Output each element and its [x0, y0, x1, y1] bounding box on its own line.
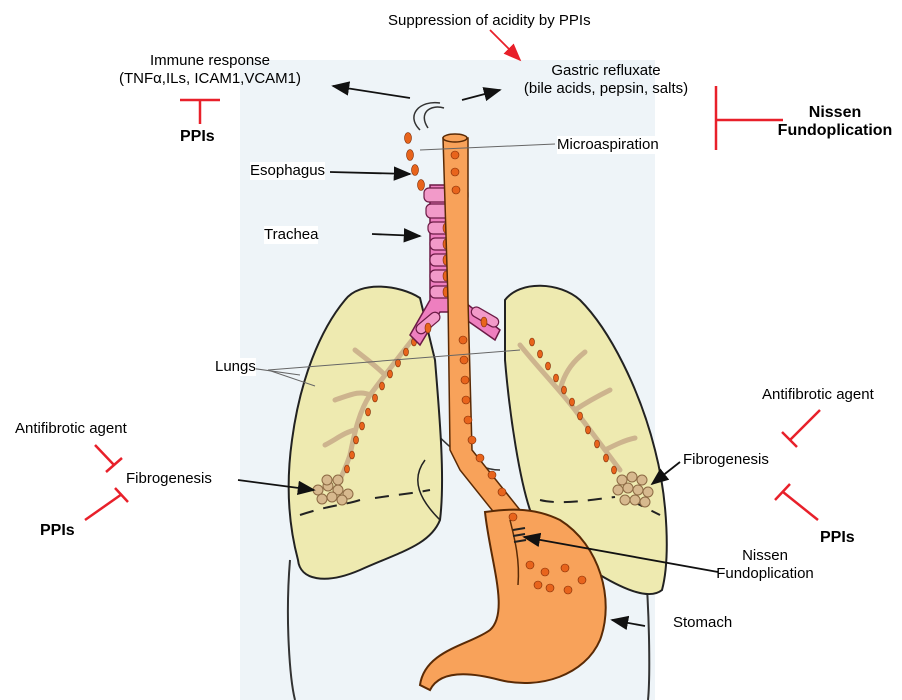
label-ppis-left: PPIs — [40, 522, 75, 540]
label-gastric-refluxate: Gastric refluxate (bile acids, pepsin, s… — [500, 62, 712, 98]
label-microaspiration: Microaspiration — [557, 136, 659, 154]
label-antifibrotic-left: Antifibrotic agent — [15, 420, 127, 438]
label-suppression-acidity: Suppression of acidity by PPIs — [388, 12, 591, 30]
label-fibrogenesis-left: Fibrogenesis — [126, 470, 212, 488]
label-lungs: Lungs — [215, 358, 256, 376]
label-trachea: Trachea — [264, 226, 318, 244]
label-nissen-bottom: Nissen Fundoplication — [700, 547, 830, 583]
nissen-top-line2: Fundoplication — [772, 122, 898, 140]
gastric-refluxate-title: Gastric refluxate — [500, 62, 712, 80]
label-ppis-right: PPIs — [820, 529, 855, 547]
label-ppis-top: PPIs — [180, 128, 215, 146]
immune-response-mediators: (TNFα,ILs, ICAM1,VCAM1) — [70, 70, 350, 88]
red-arrow-suppression — [490, 30, 520, 60]
nissen-bottom-line2: Fundoplication — [700, 565, 830, 583]
nissen-bottom-line1: Nissen — [700, 547, 830, 565]
label-stomach: Stomach — [673, 614, 732, 632]
nissen-top-line1: Nissen — [772, 104, 898, 122]
label-esophagus: Esophagus — [250, 162, 325, 180]
gastric-refluxate-components: (bile acids, pepsin, salts) — [500, 80, 712, 98]
label-fibrogenesis-right: Fibrogenesis — [683, 451, 769, 469]
label-immune-response: Immune response (TNFα,ILs, ICAM1,VCAM1) — [70, 52, 350, 88]
label-nissen-top: Nissen Fundoplication — [772, 104, 898, 140]
immune-response-title: Immune response — [70, 52, 350, 70]
label-antifibrotic-right: Antifibrotic agent — [762, 386, 874, 404]
